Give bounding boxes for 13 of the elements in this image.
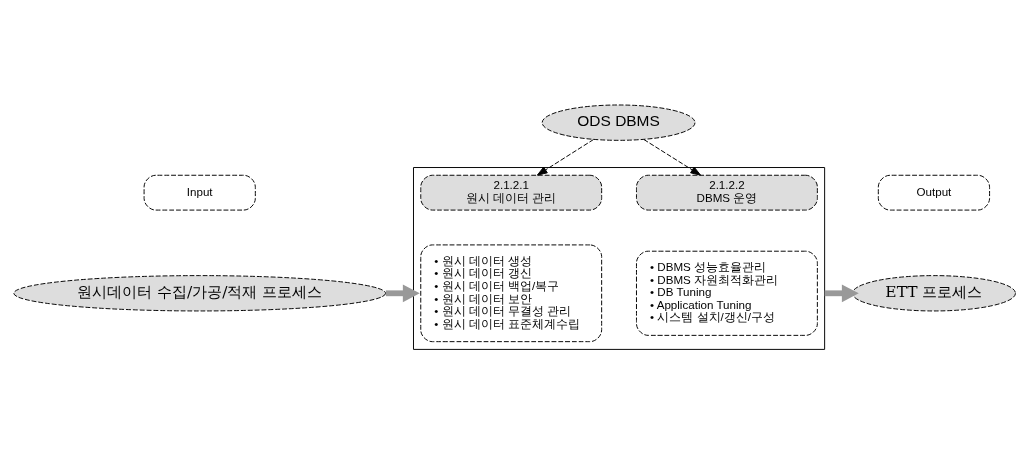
node-ellipse: ODS DBMS [541,104,696,141]
node-box: Output [877,174,991,211]
arrow [536,138,594,176]
node-box: 2.1.2.2 DBMS 운영 [636,174,818,211]
arrow [385,283,420,302]
node-box: • 원시 데이터 생성 • 원시 데이터 갱신 • 원시 데이터 백업/복구 • 원시 데이터 보안 • 원시 데이터 무결성 관리 • 원시 데이터 표준체계수립 [420,243,603,342]
node-ellipse: 원시데이터 수집/가공/적재 프로세스 [13,274,387,311]
arrow [824,283,859,302]
arrow [643,138,702,176]
node-box: • DBMS 성능효율관리 • DBMS 자원최적화관리 • DB Tuning • Application Tuning • 시스템 설치/갱신/구성 [636,250,818,336]
node-ellipse: ETT 프로세스 [851,274,1016,311]
node-box: 2.1.2.1 원시 데이터 관리 [420,174,603,211]
node-box: Input [143,174,256,211]
